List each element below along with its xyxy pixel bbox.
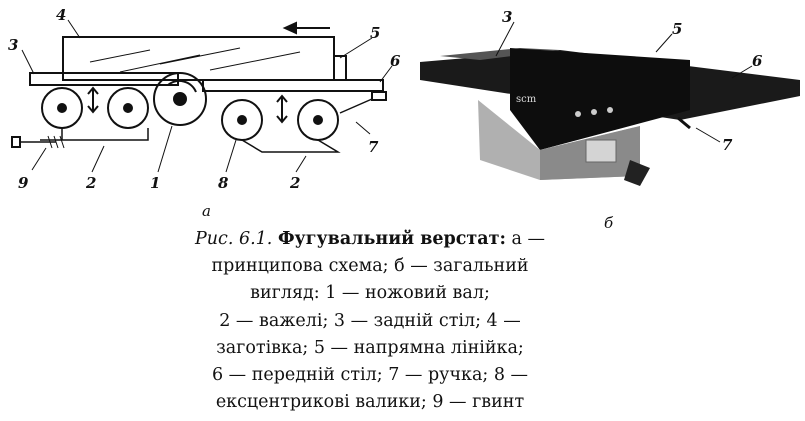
- front-table: [202, 79, 384, 92]
- label-5: 5: [370, 24, 380, 42]
- caption-line: 6 — передній стіл; 7 — ручка; 8 —: [211, 365, 529, 386]
- rotation-arrow: [167, 79, 197, 93]
- caption-title: Фугувальний верстат:: [277, 229, 506, 249]
- photo-label-5: 5: [672, 20, 682, 38]
- photo-label-7: 7: [722, 136, 733, 154]
- eccentric-roller: [107, 87, 149, 129]
- label-6: 6: [390, 52, 401, 70]
- label-1: 1: [150, 174, 160, 192]
- schematic-diagram: [11, 19, 393, 173]
- caption-text: а — принципова схема; б — загальний: [211, 229, 545, 277]
- updown-arrow: [87, 86, 99, 114]
- screw-head: [11, 136, 21, 148]
- lever: [241, 139, 341, 153]
- sublabel-a: а: [202, 202, 211, 220]
- label-2b: 2: [289, 174, 300, 192]
- label-4: 4: [56, 6, 66, 24]
- photo-label-3: 3: [502, 8, 512, 26]
- handle-knob: [371, 91, 387, 101]
- lever: [40, 128, 149, 141]
- sublabel-b: б: [604, 214, 614, 232]
- label-8: 8: [218, 174, 229, 192]
- label-3: 3: [8, 36, 18, 54]
- knife-shaft-hub: [173, 92, 187, 106]
- figure-caption: Рис. 6.1. Фугувальний верстат: а — принц…: [165, 226, 575, 416]
- caption-line: заготівка; 5 — напрямна лінійка;: [216, 337, 524, 358]
- label-7: 7: [368, 138, 379, 156]
- photo-label-6: 6: [752, 52, 763, 70]
- machine-photo: [420, 21, 800, 186]
- label-9: 9: [18, 174, 29, 192]
- caption-line: вигляд: 1 — ножовий вал;: [250, 283, 490, 304]
- knife-shaft: [153, 72, 207, 126]
- workpiece-grain: [89, 47, 301, 73]
- guide-fence: [333, 55, 347, 81]
- caption-line-1: Рис. 6.1. Фугувальний верстат: а — принц…: [165, 226, 575, 280]
- fence-body: [510, 48, 690, 150]
- caption-line: ексцентрикові валики; 9 — гвинт: [215, 392, 525, 413]
- rear-table: [29, 72, 179, 86]
- label-2a: 2: [85, 174, 96, 192]
- caption-prefix: Рис. 6.1.: [194, 229, 273, 249]
- feed-arrow-head: [282, 21, 297, 35]
- updown-arrow: [276, 94, 288, 124]
- brand-text: scm: [516, 94, 537, 105]
- caption-line: 2 — важелі; 3 — задній стіл; 4 —: [219, 310, 521, 331]
- handle-lever: [339, 98, 373, 114]
